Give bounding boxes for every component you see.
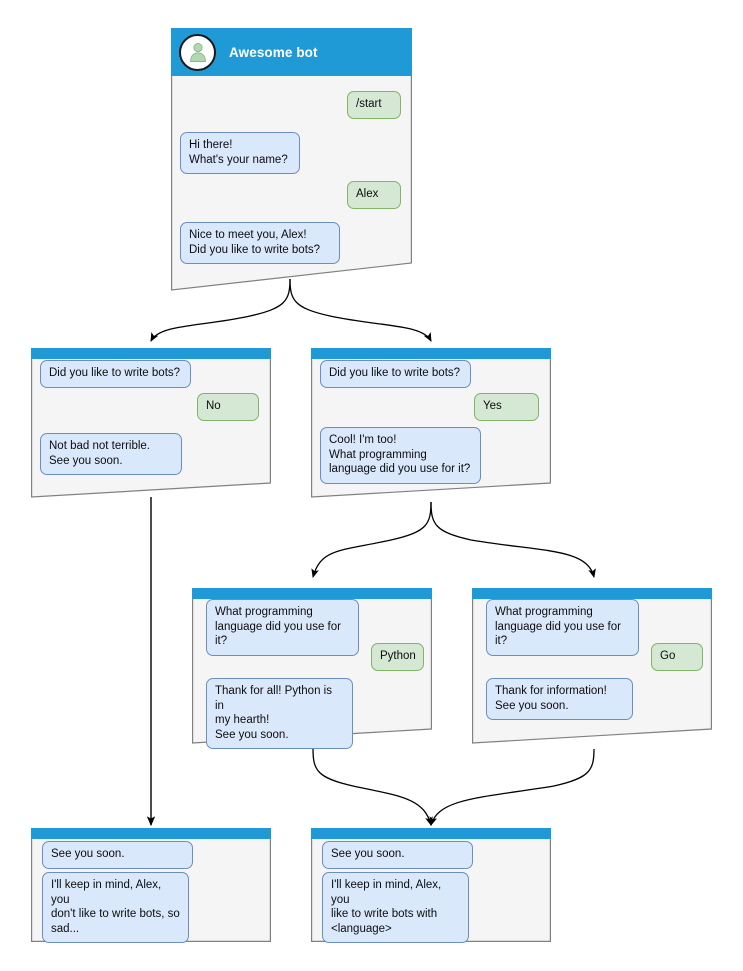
edge-yes-to-go — [430, 501, 596, 579]
message-bubble-user[interactable]: Go — [651, 643, 703, 671]
message-bubble-user[interactable]: Alex — [347, 181, 401, 209]
node-header-bar — [31, 348, 271, 359]
bot-title: Awesome bot — [229, 44, 318, 60]
message-bubble-bot[interactable]: Thank for information! See you soon. — [486, 678, 633, 720]
node-header-bar — [311, 348, 551, 359]
chat-node-no-branch[interactable]: Did you like to write bots? No Not bad n… — [31, 348, 271, 498]
message-bubble-bot[interactable]: See you soon. — [42, 841, 193, 869]
node-header-bar — [311, 828, 551, 839]
message-bubble-user[interactable]: Python — [371, 643, 424, 671]
chat-node-root[interactable]: Awesome bot /start Hi there! What's your… — [171, 28, 412, 292]
node-header-bar — [472, 588, 712, 599]
message-bubble-bot[interactable]: What programming language did you use fo… — [206, 599, 359, 656]
node-header-bar — [192, 588, 432, 599]
chat-node-go-branch[interactable]: What programming language did you use fo… — [472, 588, 712, 744]
edge-go-to-end — [429, 748, 595, 826]
message-bubble-bot[interactable]: Thank for all! Python is in my hearth! S… — [206, 678, 353, 749]
edge-python-to-end — [312, 748, 433, 827]
message-bubble-bot[interactable]: Hi there! What's your name? — [180, 132, 300, 174]
message-bubble-bot[interactable]: Cool! I'm too! What programming language… — [320, 427, 481, 484]
message-bubble-user[interactable]: /start — [347, 91, 401, 119]
chat-node-end-no[interactable]: See you soon. I'll keep in mind, Alex, y… — [31, 828, 271, 943]
chat-node-end-yes[interactable]: See you soon. I'll keep in mind, Alex, y… — [311, 828, 551, 943]
message-bubble-bot[interactable]: Did you like to write bots? — [40, 360, 191, 388]
edge-yes-to-python — [311, 501, 432, 579]
message-bubble-bot[interactable]: Not bad not terrible. See you soon. — [40, 433, 182, 475]
message-bubble-user[interactable]: Yes — [474, 393, 539, 421]
message-bubble-bot[interactable]: See you soon. — [322, 841, 473, 869]
message-bubble-bot[interactable]: Did you like to write bots? — [320, 360, 471, 388]
user-avatar-icon — [179, 33, 216, 71]
message-bubble-user[interactable]: No — [197, 393, 259, 421]
bot-header-bar: Awesome bot — [171, 28, 412, 76]
message-bubble-bot[interactable]: I'll keep in mind, Alex, you don't like … — [42, 872, 189, 943]
message-bubble-bot[interactable]: I'll keep in mind, Alex, you like to wri… — [322, 872, 469, 943]
chat-node-python-branch[interactable]: What programming language did you use fo… — [192, 588, 432, 749]
node-header-bar — [31, 828, 271, 839]
message-bubble-bot[interactable]: What programming language did you use fo… — [486, 599, 639, 656]
chat-node-yes-branch[interactable]: Did you like to write bots? Yes Cool! I'… — [311, 348, 551, 498]
message-bubble-bot[interactable]: Nice to meet you, Alex! Did you like to … — [180, 222, 340, 264]
person-glyph — [189, 43, 206, 62]
